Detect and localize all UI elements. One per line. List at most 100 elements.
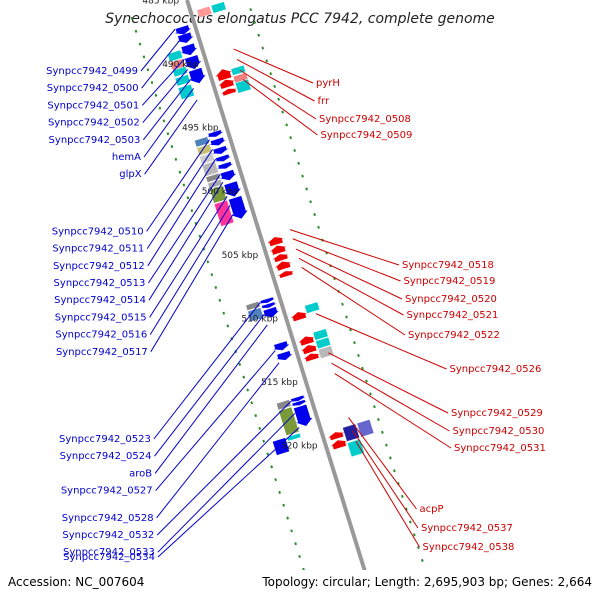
gene-label-right[interactable]: Synpcc7942_0520	[405, 294, 497, 305]
gene-feature[interactable]	[267, 237, 284, 247]
gene-feature[interactable]	[287, 433, 301, 441]
gene-label-left[interactable]: Synpcc7942_0510	[52, 226, 144, 237]
gene-feature[interactable]	[289, 395, 306, 402]
gene-feature[interactable]	[262, 306, 279, 318]
gene-feature[interactable]	[328, 432, 345, 441]
gene-feature[interactable]	[342, 424, 360, 442]
gene-feature[interactable]	[211, 1, 226, 14]
gene-label-left[interactable]: Synpcc7942_0503	[49, 135, 141, 146]
gene-feature[interactable]	[273, 341, 290, 351]
gene-label-right[interactable]: Synpcc7942_0508	[319, 114, 411, 125]
gene-feature[interactable]	[318, 346, 334, 359]
gene-feature[interactable]	[290, 312, 308, 322]
gene-feature[interactable]	[276, 350, 293, 361]
gene-feature[interactable]	[218, 79, 235, 89]
gene-label-right[interactable]: Synpcc7942_0509	[321, 130, 413, 141]
gene-feature[interactable]	[330, 440, 347, 450]
gene-label-right[interactable]: pyrH	[316, 78, 340, 89]
gene-feature[interactable]	[209, 137, 226, 146]
gene-feature[interactable]	[303, 353, 320, 362]
gene-feature[interactable]	[217, 161, 234, 169]
gene-feature[interactable]	[272, 437, 290, 456]
gene-label-right[interactable]: frr	[318, 96, 330, 107]
gene-label-left[interactable]: Synpcc7942_0534	[63, 552, 155, 563]
gene-label-left[interactable]: Synpcc7942_0524	[60, 451, 152, 462]
gene-label-left[interactable]: Synpcc7942_0499	[46, 66, 138, 77]
gene-feature[interactable]	[304, 302, 320, 314]
gene-label-right[interactable]: acpP	[420, 504, 444, 515]
gene-label-left[interactable]: Synpcc7942_0514	[54, 295, 146, 306]
gene-feature[interactable]	[208, 179, 222, 189]
gene-feature[interactable]	[270, 245, 287, 255]
gene-label-left[interactable]: Synpcc7942_0527	[61, 486, 153, 497]
gene-feature[interactable]	[184, 55, 202, 70]
gene-feature[interactable]	[174, 25, 192, 35]
gene-feature[interactable]	[194, 136, 209, 147]
gene-feature[interactable]	[233, 72, 248, 83]
gene-feature[interactable]	[209, 185, 227, 203]
gene-feature[interactable]	[259, 297, 276, 304]
gene-label-left[interactable]: Synpcc7942_0512	[53, 261, 145, 272]
gene-label-right[interactable]: Synpcc7942_0537	[421, 523, 513, 534]
gene-feature[interactable]	[357, 419, 374, 437]
gene-feature[interactable]	[260, 302, 277, 309]
gene-label-left[interactable]: Synpcc7942_0502	[48, 118, 140, 129]
gene-label-left[interactable]: Synpcc7942_0501	[47, 100, 139, 111]
gene-label-right[interactable]: Synpcc7942_0521	[407, 310, 499, 321]
gene-feature[interactable]	[177, 32, 194, 43]
gene-label-left[interactable]: Synpcc7942_0511	[52, 244, 144, 255]
gene-label-left[interactable]: hemA	[112, 152, 141, 163]
gene-feature[interactable]	[207, 130, 224, 137]
gene-feature[interactable]	[178, 84, 195, 100]
gene-feature[interactable]	[275, 261, 292, 271]
gene-feature[interactable]	[214, 154, 231, 162]
gene-feature[interactable]	[290, 399, 308, 406]
gene-feature[interactable]	[277, 271, 294, 279]
gene-feature[interactable]	[188, 67, 206, 84]
gene-label-left[interactable]: Synpcc7942_0528	[62, 513, 154, 524]
gene-label-left[interactable]: Synpcc7942_0516	[55, 330, 147, 341]
gene-label-right[interactable]: Synpcc7942_0522	[408, 330, 500, 341]
gene-feature[interactable]	[212, 145, 229, 154]
gene-feature[interactable]	[301, 345, 318, 355]
gene-label-left[interactable]: Synpcc7942_0533	[63, 547, 155, 558]
gene-feature[interactable]	[272, 254, 289, 263]
gene-feature[interactable]	[180, 43, 198, 56]
gene-label-right[interactable]: Synpcc7942_0518	[402, 260, 494, 271]
gene-label-left[interactable]: Synpcc7942_0513	[54, 278, 146, 289]
gene-feature[interactable]	[293, 404, 313, 427]
gene-feature[interactable]	[206, 173, 221, 183]
gene-label-left[interactable]: Synpcc7942_0517	[56, 347, 148, 358]
gene-label-right[interactable]: Synpcc7942_0538	[423, 542, 515, 553]
gene-feature[interactable]	[276, 399, 291, 410]
gene-label-right[interactable]: Synpcc7942_0526	[450, 364, 542, 375]
gene-label-right[interactable]: Synpcc7942_0530	[453, 426, 545, 437]
gene-feature[interactable]	[220, 169, 237, 181]
gene-label-right[interactable]: Synpcc7942_0529	[451, 408, 543, 419]
gene-label-right[interactable]: Synpcc7942_0531	[454, 443, 546, 454]
gene-label-left[interactable]: aroB	[129, 468, 152, 479]
gene-feature[interactable]	[231, 65, 246, 76]
gene-feature[interactable]	[246, 301, 260, 311]
gene-label-left[interactable]: Synpcc7942_0515	[55, 312, 147, 323]
gene-label-left[interactable]: Synpcc7942_0532	[62, 530, 154, 541]
gene-label-left[interactable]: glpX	[119, 169, 141, 180]
gene-label-left[interactable]: Synpcc7942_0523	[59, 434, 151, 445]
gene-feature[interactable]	[202, 161, 219, 177]
gene-feature[interactable]	[175, 74, 190, 86]
gene-feature[interactable]	[313, 328, 328, 341]
gene-feature[interactable]	[278, 407, 299, 436]
gene-feature[interactable]	[220, 88, 238, 96]
gene-feature[interactable]	[247, 307, 264, 322]
gene-feature[interactable]	[347, 439, 365, 457]
gene-feature[interactable]	[197, 6, 212, 18]
gene-feature[interactable]	[224, 181, 241, 197]
gene-feature[interactable]	[315, 337, 331, 349]
gene-feature[interactable]	[298, 336, 315, 346]
gene-feature[interactable]	[215, 69, 232, 81]
gene-feature[interactable]	[167, 50, 183, 62]
gene-feature[interactable]	[172, 66, 188, 77]
gene-label-right[interactable]: Synpcc7942_0519	[404, 276, 496, 287]
gene-label-left[interactable]: Synpcc7942_0500	[47, 83, 139, 94]
gene-feature[interactable]	[228, 195, 248, 219]
